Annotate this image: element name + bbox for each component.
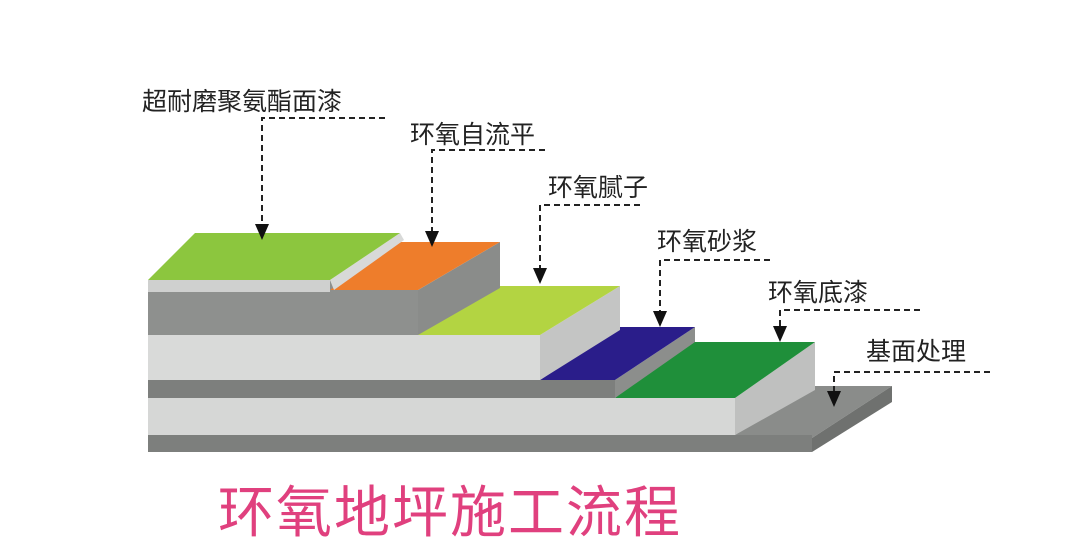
base-top	[735, 386, 892, 438]
label-primer: 环氧底漆	[768, 278, 869, 307]
diagram-title: 环氧地坪施工流程	[218, 481, 682, 546]
arrow-down-icon	[827, 391, 841, 407]
arrow-down-icon	[773, 326, 787, 342]
orange-top	[330, 242, 500, 290]
label-substrate: 基面处理	[866, 337, 967, 366]
arrow-down-icon	[255, 224, 269, 240]
label-self-leveling: 环氧自流平	[410, 120, 536, 149]
arrow-down-icon	[425, 231, 439, 247]
label-putty: 环氧腻子	[548, 173, 649, 202]
arrow-icons	[255, 224, 841, 407]
orange-side	[418, 242, 500, 335]
green-top	[615, 342, 815, 398]
base-front	[148, 435, 812, 452]
layer2-front	[148, 398, 735, 435]
base-side	[812, 386, 892, 452]
arrow-down-icon	[653, 311, 667, 327]
green-step-side	[735, 342, 815, 435]
dark-strip	[148, 380, 615, 398]
label-mortar: 环氧砂浆	[657, 227, 758, 256]
leader-lines	[261, 117, 990, 395]
topcoat-edge	[330, 233, 404, 290]
layer1-front	[148, 335, 540, 380]
lime-side	[540, 286, 620, 380]
arrow-down-icon	[533, 268, 547, 284]
blue-side	[615, 327, 695, 398]
top-front-strip	[148, 280, 330, 292]
topcoat-top	[148, 233, 400, 280]
blue-top	[540, 327, 695, 380]
label-topcoat: 超耐磨聚氨酯面漆	[142, 87, 343, 116]
